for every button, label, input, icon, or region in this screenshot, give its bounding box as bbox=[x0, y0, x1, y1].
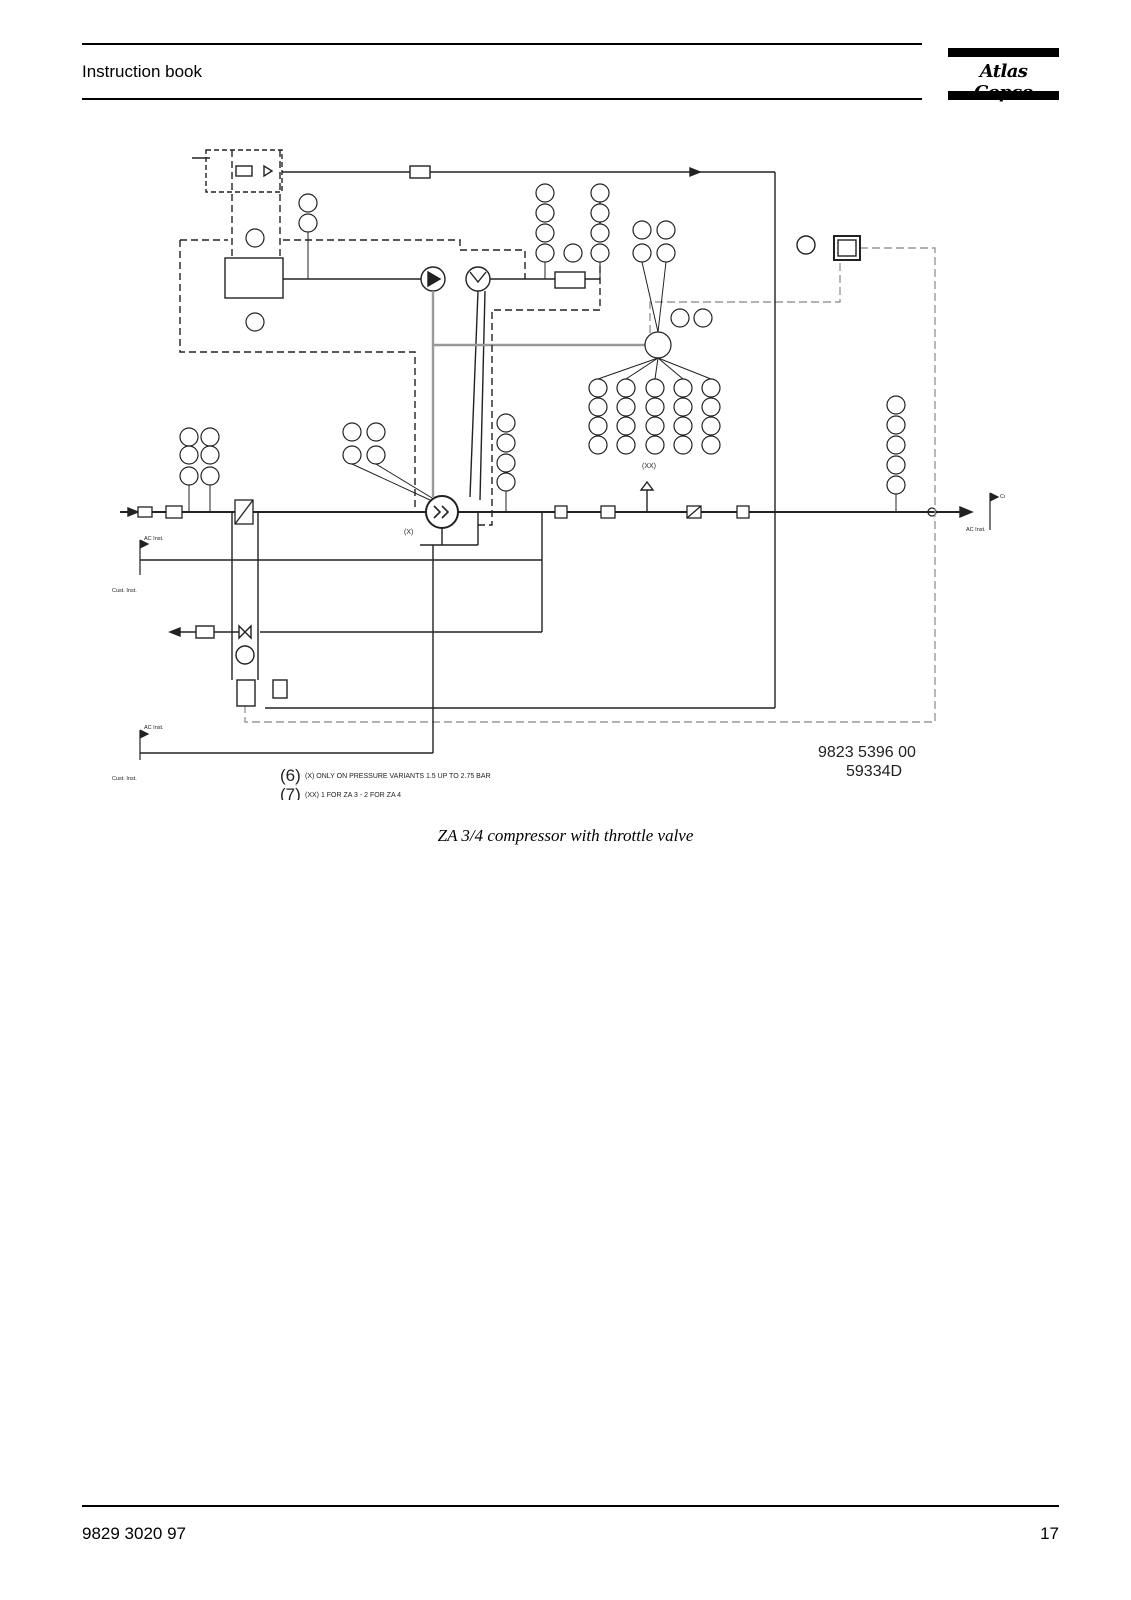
footer-rule bbox=[82, 1505, 1059, 1507]
instrument-bubbles bbox=[179, 183, 906, 495]
note-6-text: (X) ONLY ON PRESSURE VARIANTS 1.5 UP TO … bbox=[305, 773, 491, 780]
compressor-flow-diagram: Cust. Inst. AC Inst. AC Inst. Cust. Inst… bbox=[112, 149, 1005, 800]
relief-valve bbox=[639, 480, 655, 512]
cust-inst-label-1: Cust. Inst. bbox=[112, 588, 137, 594]
sensor-array-leads bbox=[188, 232, 897, 512]
note-7-marker: (7) bbox=[280, 785, 301, 800]
marker-x: (X) bbox=[404, 529, 413, 536]
header-title: Instruction book bbox=[82, 62, 203, 81]
atlas-copco-logo: Atlas Copco bbox=[948, 48, 1059, 103]
electrical-loop-dashed bbox=[244, 247, 936, 723]
control-lines-dashed bbox=[179, 150, 601, 526]
controller-box bbox=[796, 235, 861, 261]
drawing-number: 9823 5396 00 bbox=[818, 744, 916, 761]
ac-inst-label-1: AC Inst. bbox=[144, 536, 164, 542]
ac-inst-label-2: AC Inst. bbox=[144, 725, 164, 731]
cust-inst-label-2: Cust. Inst. bbox=[112, 776, 137, 782]
footer-doc-number: 9829 3020 97 bbox=[82, 1524, 186, 1543]
connection-flags bbox=[139, 492, 1000, 760]
note-6-marker: (6) bbox=[280, 766, 301, 785]
inline-components bbox=[137, 499, 937, 525]
marker-xx: (XX) bbox=[642, 463, 656, 470]
figure-caption: ZA 3/4 compressor with throttle valve bbox=[437, 826, 694, 845]
cust-inst-label-3: Cust. Inst. bbox=[1000, 494, 1005, 500]
footer-page-number: 17 bbox=[1040, 1524, 1059, 1543]
note-7-text: (XX) 1 FOR ZA 3 - 2 FOR ZA 4 bbox=[305, 792, 401, 799]
top-signal-line bbox=[192, 149, 776, 709]
drawing-code: 59334D bbox=[846, 763, 902, 780]
oil-circuit bbox=[224, 257, 660, 501]
sensor-array bbox=[588, 378, 721, 455]
main-process-line bbox=[120, 505, 974, 519]
drain-piping bbox=[140, 512, 543, 754]
ac-inst-label-3: AC Inst. bbox=[966, 527, 986, 533]
header-top-rule bbox=[82, 43, 922, 45]
compressor-element bbox=[420, 495, 479, 546]
header-bottom-rule bbox=[82, 98, 922, 100]
